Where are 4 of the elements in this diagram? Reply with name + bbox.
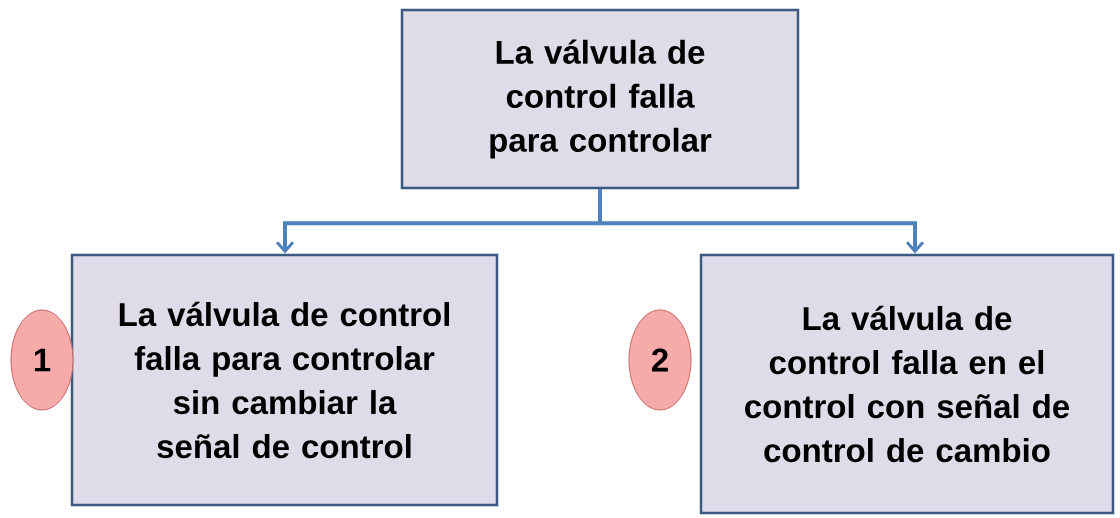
process-box: La válvula de control falla en el control con señal de control de cambio [699,253,1115,515]
process-box: La válvula de control falla para controlar sin cambiar la señal de control [70,253,499,507]
arrow [598,189,925,254]
process-box: La válvula de control falla para controlar [400,8,800,190]
